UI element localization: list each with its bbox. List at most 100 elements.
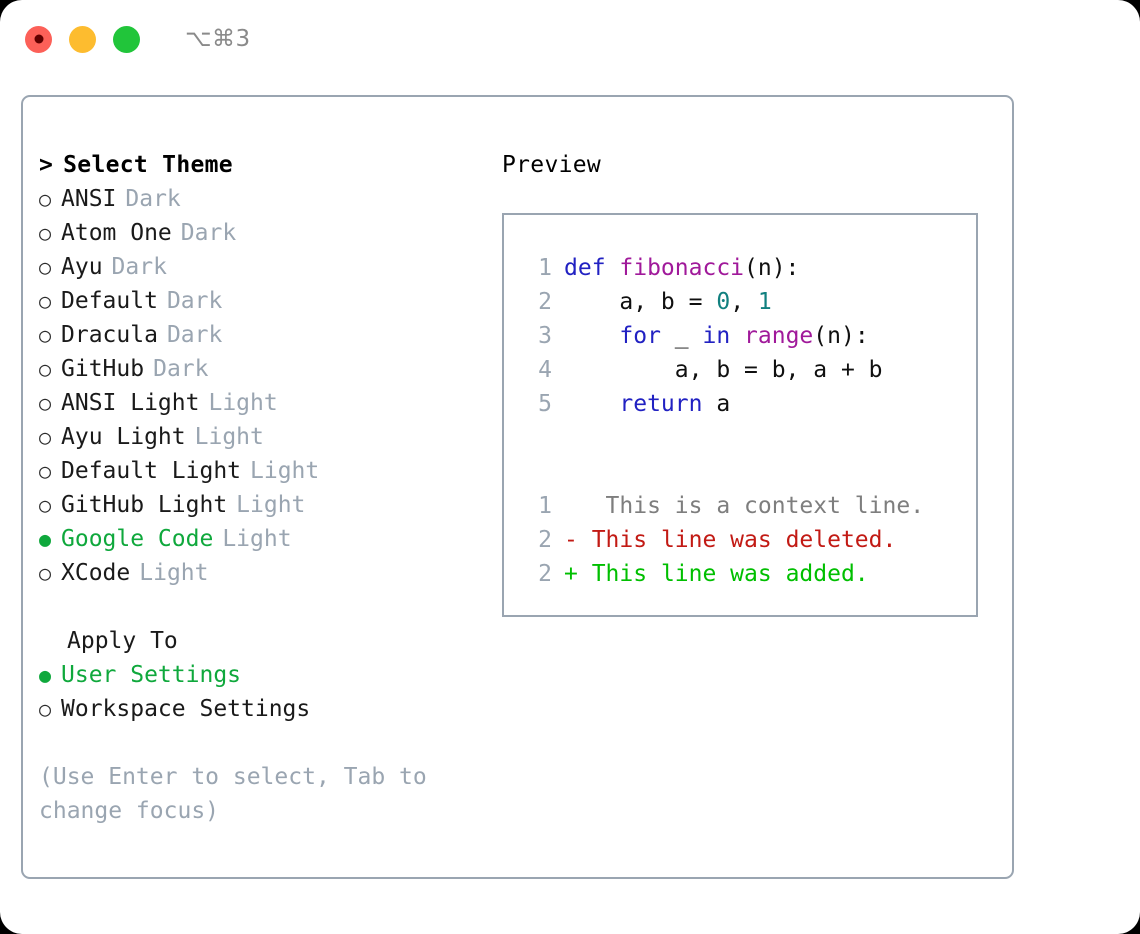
apply-to-workspace-settings[interactable]: ○ Workspace Settings: [39, 692, 494, 726]
line-number: 2: [538, 527, 552, 553]
diff-marker: -: [564, 527, 578, 553]
apply-to-user-settings[interactable]: ● User Settings: [39, 658, 494, 692]
code-token: 0: [716, 289, 731, 315]
radio-unselected-icon[interactable]: ○: [39, 697, 52, 721]
radio-unselected-icon[interactable]: ○: [39, 459, 52, 483]
code-token: a: [702, 391, 731, 417]
theme-item-ansi-light[interactable]: ○ ANSI Light Light: [39, 386, 494, 420]
maximize-button[interactable]: [113, 25, 140, 53]
main-panel: > Select Theme ○ ANSI Dark ○ Atom One Da…: [21, 95, 1014, 879]
theme-item-default[interactable]: ○ Default Dark: [39, 284, 494, 318]
theme-name: Ayu: [61, 254, 103, 280]
theme-item-atom-one[interactable]: ○ Atom One Dark: [39, 216, 494, 250]
theme-item-default-light[interactable]: ○ Default Light Light: [39, 454, 494, 488]
theme-item-github[interactable]: ○ GitHub Dark: [39, 352, 494, 386]
theme-item-github-light[interactable]: ○ GitHub Light Light: [39, 488, 494, 522]
code-token: 1: [757, 289, 772, 315]
radio-selected-icon[interactable]: ●: [39, 527, 52, 551]
theme-category: Light: [139, 560, 209, 586]
diff-line-deleted: 2 - This line was deleted.: [518, 523, 976, 557]
theme-category: Light: [208, 390, 278, 416]
radio-unselected-icon[interactable]: ○: [39, 289, 52, 313]
close-button[interactable]: [25, 25, 52, 53]
code-token: [564, 387, 619, 421]
theme-category: Light: [236, 492, 306, 518]
theme-category: Dark: [166, 322, 223, 348]
code-blank-line: [518, 421, 976, 455]
code-line: 5 return a: [518, 387, 976, 421]
theme-item-ayu-light[interactable]: ○ Ayu Light Light: [39, 420, 494, 454]
diff-text: This is a context line.: [577, 493, 925, 519]
code-line: 1 def fibonacci (n):: [518, 251, 976, 285]
line-number: 2: [538, 561, 552, 587]
code-token: [730, 319, 744, 353]
theme-name: ANSI Light: [61, 390, 200, 416]
theme-name: XCode: [61, 560, 131, 586]
theme-category: Dark: [111, 254, 167, 280]
apply-to-title: Apply To: [67, 628, 178, 654]
theme-item-xcode[interactable]: ○ XCode Light: [39, 556, 494, 590]
radio-unselected-icon[interactable]: ○: [39, 221, 52, 245]
theme-picker-column: > Select Theme ○ ANSI Dark ○ Atom One Da…: [39, 148, 494, 828]
theme-category: Dark: [180, 220, 237, 246]
theme-name: Ayu Light: [61, 424, 186, 450]
diff-text: This line was deleted.: [577, 527, 897, 553]
line-number: 1: [538, 493, 552, 519]
code-token: ,: [730, 289, 758, 315]
minimize-button[interactable]: [69, 25, 96, 53]
select-theme-label: Select Theme: [63, 152, 233, 178]
code-token: [564, 319, 619, 353]
code-line: 2 a, b = 0 , 1: [518, 285, 976, 319]
line-number: 5: [538, 391, 552, 417]
radio-unselected-icon[interactable]: ○: [39, 391, 52, 415]
keyboard-shortcut-label: ⌥⌘3: [185, 26, 251, 52]
radio-unselected-icon[interactable]: ○: [39, 187, 52, 211]
code-token: _: [660, 323, 703, 349]
theme-name: Google Code: [61, 526, 214, 552]
radio-unselected-icon[interactable]: ○: [39, 255, 52, 279]
theme-category: Light: [250, 458, 320, 484]
code-token: (n):: [813, 323, 869, 349]
theme-item-google-code[interactable]: ● Google Code Light: [39, 522, 494, 556]
theme-item-ayu[interactable]: ○ Ayu Dark: [39, 250, 494, 284]
theme-category: Dark: [125, 186, 181, 212]
code-token: fibonacci: [619, 255, 745, 281]
title-bar: ⌥⌘3: [0, 0, 1140, 78]
code-token: return: [619, 391, 703, 417]
theme-category: Light: [194, 424, 264, 450]
code-token: range: [744, 323, 814, 349]
apply-to-option-label: Workspace Settings: [61, 696, 311, 722]
line-number: 2: [538, 289, 552, 315]
theme-name: GitHub Light: [61, 492, 228, 518]
radio-unselected-icon[interactable]: ○: [39, 323, 52, 347]
radio-unselected-icon[interactable]: ○: [39, 425, 52, 449]
theme-category: Light: [222, 526, 292, 552]
theme-name: GitHub: [61, 356, 145, 382]
line-number: 4: [538, 357, 552, 383]
preview-column: Preview 1 def fibonacci (n): 2 a, b = 0 …: [502, 148, 992, 617]
radio-selected-icon[interactable]: ●: [39, 663, 52, 687]
theme-name: ANSI: [61, 186, 117, 212]
radio-unselected-icon[interactable]: ○: [39, 561, 52, 585]
caret-icon: >: [39, 152, 54, 178]
spacer: [39, 590, 494, 624]
theme-name: Dracula: [61, 322, 158, 348]
code-token: a, b = b, a + b: [564, 357, 883, 383]
preview-box: 1 def fibonacci (n): 2 a, b = 0 , 1 3: [502, 213, 978, 617]
diff-line-added: 2 + This line was added.: [518, 557, 976, 591]
diff-marker: [564, 489, 578, 523]
theme-item-ansi[interactable]: ○ ANSI Dark: [39, 182, 494, 216]
radio-unselected-icon[interactable]: ○: [39, 357, 52, 381]
preview-title: Preview: [502, 152, 602, 178]
code-token: a, b =: [564, 289, 717, 315]
keyboard-hint-text: (Use Enter to select, Tab to change focu…: [39, 764, 441, 824]
select-theme-header: > Select Theme: [39, 148, 494, 182]
window-controls: [25, 25, 140, 53]
code-token: def: [564, 255, 620, 281]
code-line: 3 for _ in range (n):: [518, 319, 976, 353]
theme-item-dracula[interactable]: ○ Dracula Dark: [39, 318, 494, 352]
code-token: for: [619, 323, 661, 349]
radio-unselected-icon[interactable]: ○: [39, 493, 52, 517]
theme-name: Default Light: [61, 458, 242, 484]
